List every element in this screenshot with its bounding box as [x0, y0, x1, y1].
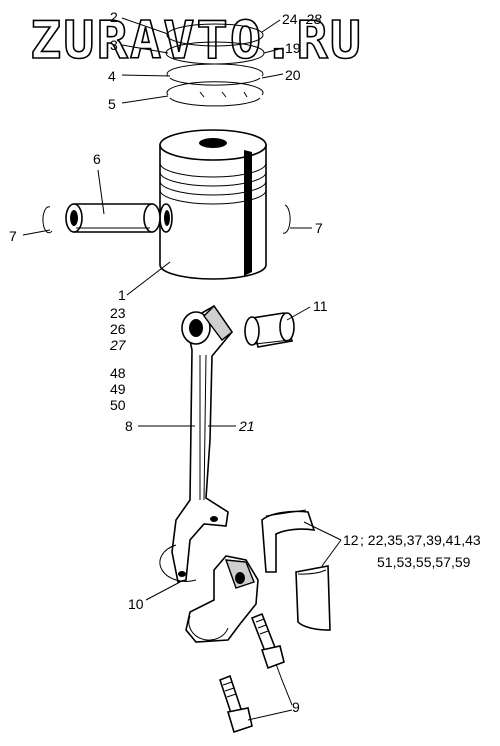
callout-28: 28 — [305, 11, 322, 27]
callout-23: 23 — [110, 305, 126, 321]
callout-2: 2 — [110, 9, 118, 25]
callout-12-list-a: ; 22,35,37,39,41,43 — [360, 532, 481, 548]
piston-ring-top — [166, 23, 264, 47]
callout-8: 8 — [125, 418, 133, 434]
callout-4: 4 — [108, 68, 116, 84]
connecting-rod-cap — [185, 555, 259, 643]
oil-control-ring — [166, 81, 264, 107]
callout-50: 50 — [110, 397, 126, 413]
callout-21: 21 — [238, 418, 255, 434]
watermark-text: ZURAVTO.RU — [30, 11, 363, 71]
callout-6: 6 — [93, 151, 101, 167]
connecting-rod-bolt-left — [219, 674, 253, 734]
callout-24: 24, — [282, 11, 301, 27]
callout-12-list-b: 51,53,55,57,59 — [377, 554, 471, 570]
piston-pin — [65, 203, 161, 233]
callout-26: 26 — [110, 321, 126, 337]
small-end-bushing — [244, 312, 295, 348]
callout-27: 27 — [109, 337, 127, 353]
leader-lines — [22, 17, 342, 721]
piston-ring-third — [166, 63, 264, 86]
circlip-right — [282, 204, 291, 234]
callout-19: 19 — [285, 40, 301, 56]
callout-7-left: 7 — [9, 228, 17, 244]
circlip-left — [42, 206, 53, 234]
callout-10: 10 — [128, 596, 144, 612]
callout-3: 3 — [110, 37, 118, 53]
callout-11: 11 — [313, 298, 328, 314]
connecting-rod — [159, 304, 234, 583]
callout-1: 1 — [118, 287, 126, 303]
callout-9: 9 — [292, 699, 300, 715]
callout-48: 48 — [110, 365, 126, 381]
callout-7-right: 7 — [315, 220, 323, 236]
callout-20: 20 — [285, 67, 301, 83]
bearing-shell-lower — [295, 565, 331, 631]
piston — [159, 129, 267, 280]
connecting-rod-bolt-right — [250, 612, 285, 670]
bearing-shell-upper — [261, 509, 316, 573]
callout-12: 12 — [343, 532, 359, 548]
callout-49: 49 — [110, 381, 126, 397]
callout-5: 5 — [108, 96, 116, 112]
